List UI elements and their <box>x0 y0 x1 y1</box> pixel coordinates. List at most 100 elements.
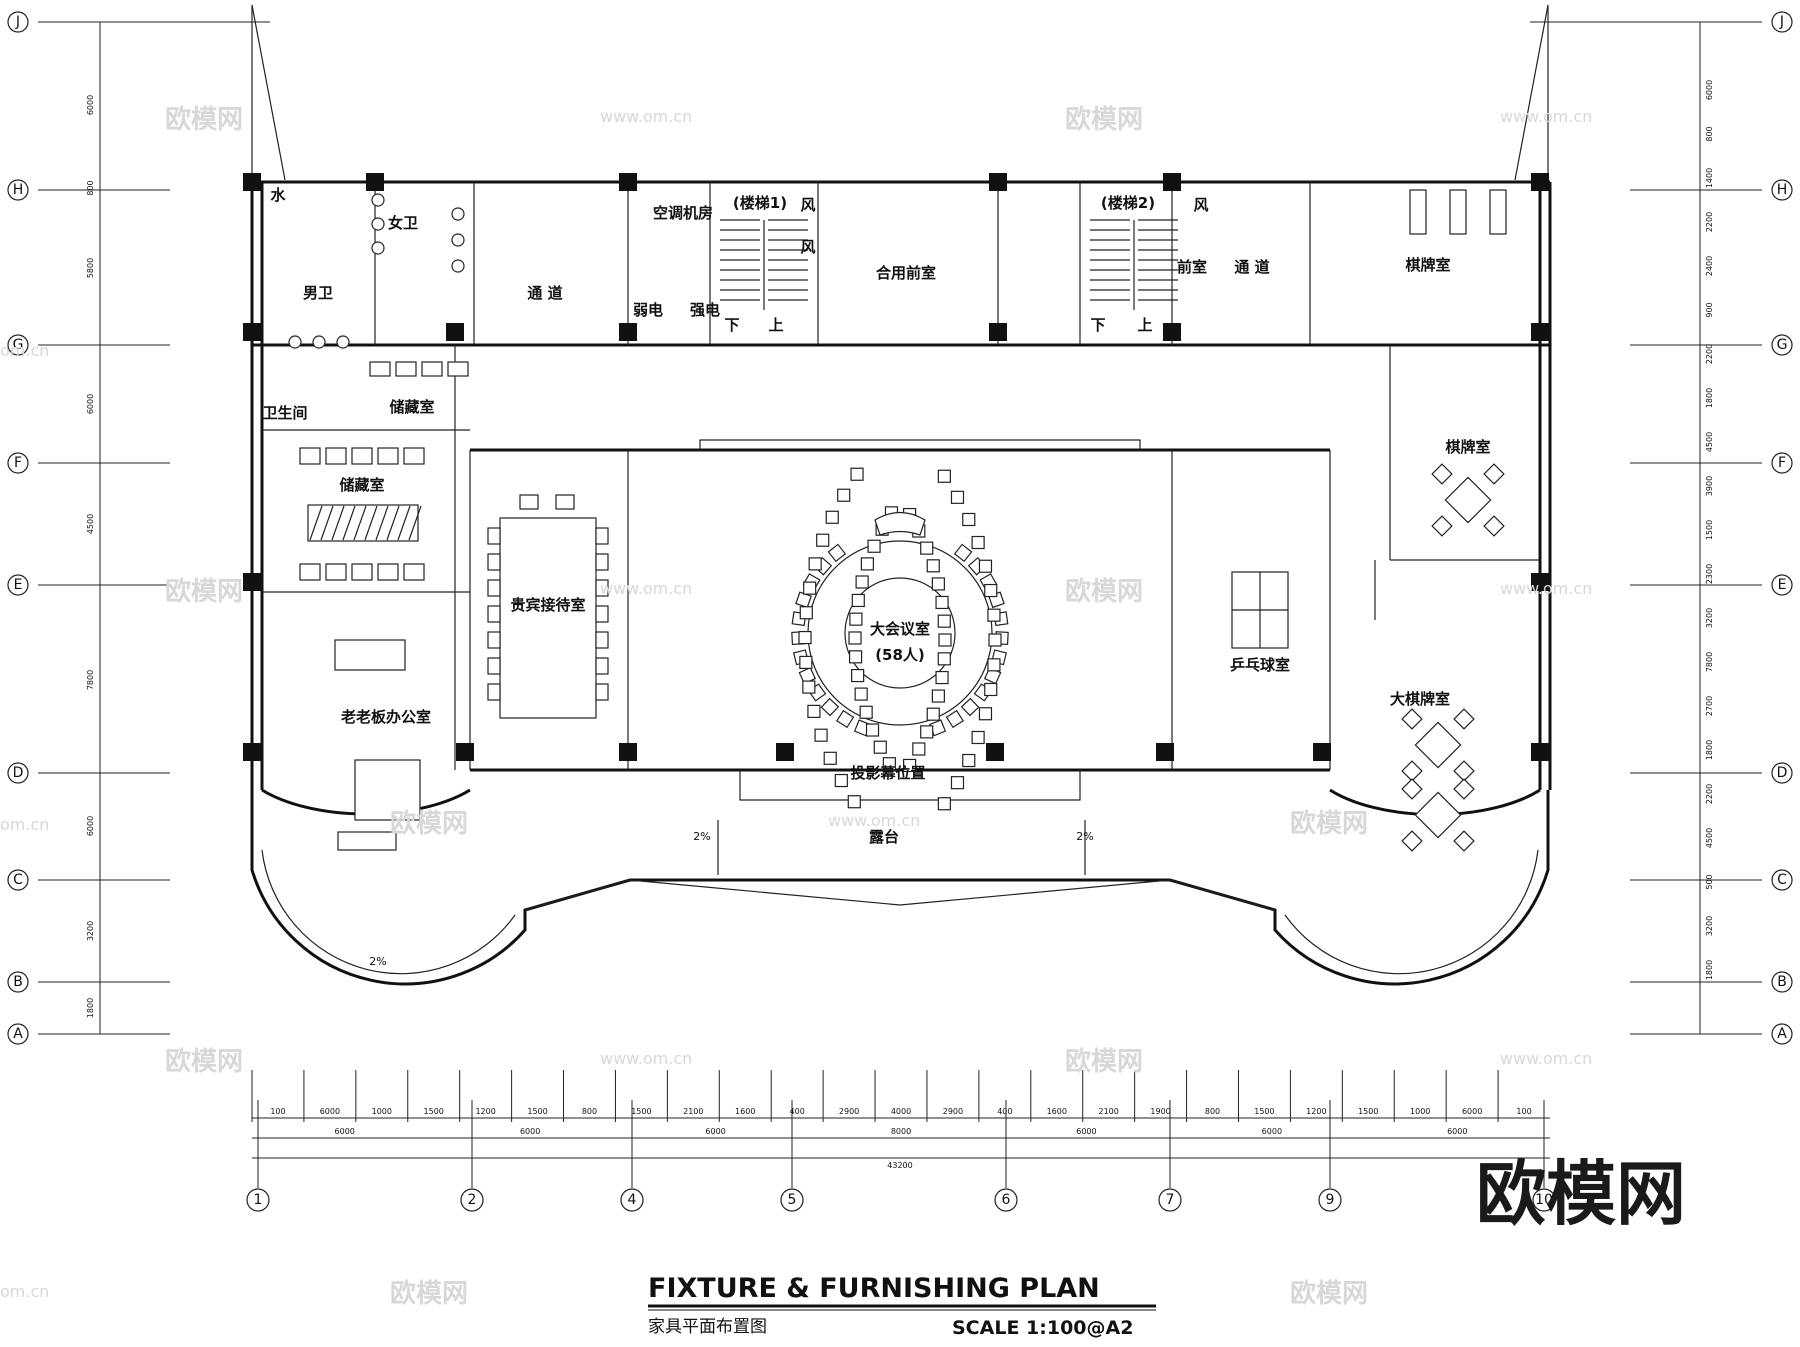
conference-chair <box>987 658 1001 672</box>
plan-subtitle: 家具平面布置图 <box>648 1317 767 1337</box>
dim-top-label: 1000 <box>372 1107 392 1116</box>
conference-chair <box>937 652 951 666</box>
storage-seat <box>369 361 391 377</box>
conference-chair <box>827 543 847 563</box>
storage-seat <box>421 361 443 377</box>
label-storage-2: 储藏室 <box>339 476 384 494</box>
approach-lines <box>251 4 1549 181</box>
chess-table <box>1444 476 1492 524</box>
label-stair-2: (楼梯2) <box>1101 194 1155 212</box>
label-down-1: 下 <box>724 316 739 334</box>
dim-top-label: 1500 <box>527 1107 547 1116</box>
dim-top-label: 1500 <box>1358 1107 1378 1116</box>
chess-chair <box>1431 463 1453 485</box>
dim-top-label: 4000 <box>891 1107 911 1116</box>
conference-chair <box>920 541 934 555</box>
sink <box>288 335 302 349</box>
storage-seat <box>351 563 373 581</box>
conference-chair <box>859 705 873 719</box>
conference-chair <box>931 689 945 703</box>
label-vip-reception: 贵宾接待室 <box>510 596 585 614</box>
plan-scale: SCALE 1:100@A2 <box>952 1317 1133 1339</box>
label-conference-capacity: (58人) <box>875 646 925 664</box>
storage-seat <box>325 447 347 465</box>
row-axis-label: D <box>13 765 24 781</box>
dim-top-label: 2100 <box>683 1107 703 1116</box>
storage-seat <box>299 447 321 465</box>
conference-chair <box>987 608 1001 622</box>
conference-chair <box>860 557 874 571</box>
row-axis-label: J <box>1779 14 1784 30</box>
conference-chair <box>938 633 952 647</box>
column-axis-bubble <box>246 1188 270 1212</box>
label-shared-front-room: 合用前室 <box>875 264 936 282</box>
conference-chair <box>937 469 951 483</box>
conference-chair <box>799 606 813 620</box>
structural-column <box>1531 573 1549 591</box>
vip-chair <box>595 553 609 571</box>
right-dim-label: 800 <box>1705 126 1714 141</box>
conference-chair <box>937 797 951 811</box>
conference-chair <box>920 725 934 739</box>
right-dimension-chain: 6000800140022002400900220018004500390015… <box>1705 80 1714 980</box>
dim-top-label: 1600 <box>1047 1107 1067 1116</box>
watermarks: 欧模网 www.om.cn 欧模网 www.om.cn 欧模网 www.om.c… <box>0 104 1686 1309</box>
row-axis-label: H <box>13 182 24 198</box>
vip-chair <box>595 527 609 545</box>
dim-mid-label: 6000 <box>520 1127 540 1136</box>
dim-mid-label: 8000 <box>891 1127 911 1136</box>
room-labels: 水 女卫 男卫 通 道 空调机房 (楼梯1) 风 风 弱电 强电 下 上 合用前… <box>262 186 1490 968</box>
conference-chair <box>802 680 816 694</box>
label-conference: 大会议室 <box>870 620 930 638</box>
structural-column <box>243 173 261 191</box>
row-axis-label: A <box>13 1026 23 1042</box>
conference-chair <box>937 614 951 628</box>
right-dim-label: 900 <box>1705 302 1714 317</box>
row-axis-bubble <box>7 574 29 596</box>
structural-column <box>619 323 637 341</box>
conference-chair <box>953 543 973 563</box>
label-slope-3: 2% <box>369 955 386 968</box>
chess-chair <box>1483 463 1505 485</box>
conference-chair <box>820 697 840 717</box>
conference-chair <box>823 751 837 765</box>
label-terrace: 露台 <box>869 828 899 846</box>
structural-column <box>1313 743 1331 761</box>
row-axis-bubble <box>1771 574 1793 596</box>
dim-mid-label: 6000 <box>1076 1127 1096 1136</box>
row-axis-label: B <box>1777 974 1787 990</box>
vip-chair <box>487 527 501 545</box>
storage-seat <box>403 563 425 581</box>
conference-chair <box>834 773 848 788</box>
dim-top-label: 400 <box>790 1107 805 1116</box>
right-dim-label: 1500 <box>1705 520 1714 540</box>
right-dim-label: 3200 <box>1705 608 1714 628</box>
structural-column <box>1531 323 1549 341</box>
conference-chair <box>945 709 964 729</box>
chess-chair <box>1401 708 1423 730</box>
structural-column <box>776 743 794 761</box>
conference-chair <box>935 670 949 685</box>
right-dim-label: 3200 <box>1705 916 1714 936</box>
structural-column <box>243 743 261 761</box>
label-up-2: 上 <box>1137 316 1152 334</box>
office-desk <box>334 639 406 671</box>
right-dim-label: 6000 <box>1705 80 1714 100</box>
vip-chair <box>595 579 609 597</box>
conference-chair <box>960 697 980 717</box>
right-dim-label: 7800 <box>1705 652 1714 672</box>
conference-chair <box>903 758 917 773</box>
toilet <box>451 207 465 221</box>
conference-chair <box>926 559 940 573</box>
row-axis-bubble <box>7 971 29 993</box>
row-axis-label: C <box>13 872 23 888</box>
row-axis-bubble <box>7 11 29 33</box>
structural-column <box>989 323 1007 341</box>
toilet <box>371 241 385 255</box>
right-dim-label: 2200 <box>1705 212 1714 232</box>
row-axis-bubble <box>7 869 29 891</box>
column-axis-bubble <box>1318 1188 1342 1212</box>
row-axis-bubble <box>1771 11 1793 33</box>
